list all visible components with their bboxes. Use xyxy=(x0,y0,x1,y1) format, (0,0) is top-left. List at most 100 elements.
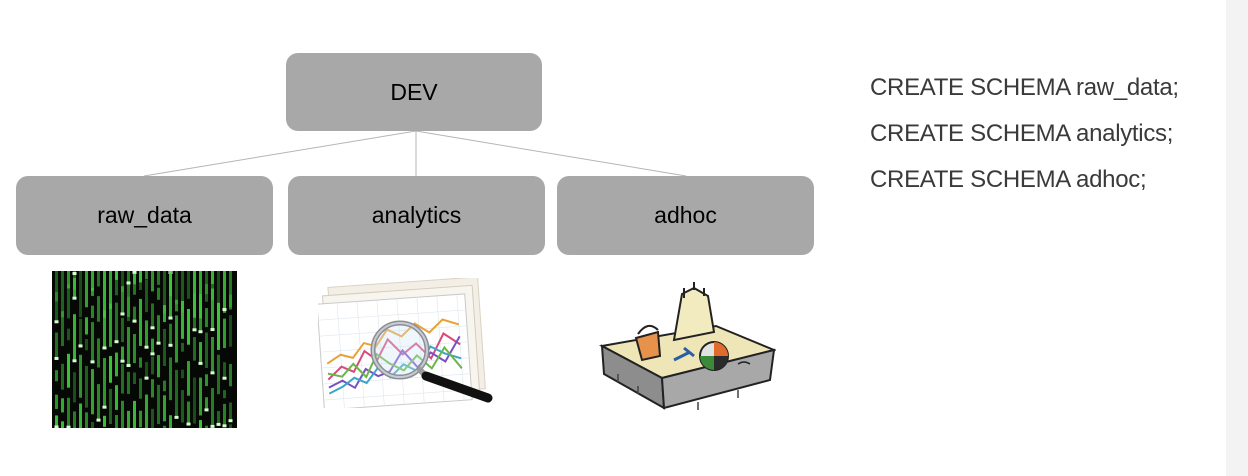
matrix-glyph-stream xyxy=(103,310,106,347)
matrix-glyph-head xyxy=(102,346,107,350)
matrix-glyph-stream xyxy=(61,421,64,428)
matrix-glyph-stream xyxy=(157,355,160,378)
page-edge-strip xyxy=(1226,0,1248,476)
matrix-glyph-stream xyxy=(85,317,88,335)
matrix-glyph-head xyxy=(204,408,209,412)
matrix-glyph-stream xyxy=(223,318,226,349)
matrix-glyph-stream xyxy=(199,294,202,331)
matrix-glyph-stream xyxy=(229,364,232,387)
matrix-glyph-stream xyxy=(145,279,148,313)
matrix-glyph-head xyxy=(126,281,131,285)
matrix-glyph-head xyxy=(186,422,191,426)
matrix-glyph-head xyxy=(96,418,101,422)
matrix-glyph-stream xyxy=(181,300,184,339)
matrix-glyph-stream xyxy=(169,271,172,318)
matrix-glyph-stream xyxy=(151,338,154,353)
matrix-glyph-stream xyxy=(97,338,100,368)
matrix-glyph-stream xyxy=(97,271,100,287)
matrix-glyph-head xyxy=(66,425,71,428)
matrix-glyph-head xyxy=(72,359,77,363)
matrix-glyph-stream xyxy=(91,271,94,291)
matrix-glyph-stream xyxy=(121,286,124,313)
matrix-glyph-head xyxy=(168,316,173,320)
matrix-glyph-stream xyxy=(133,400,136,428)
matrix-glyph-stream xyxy=(61,311,64,347)
matrix-glyph-stream xyxy=(55,394,58,409)
matrix-glyph-stream xyxy=(181,390,184,423)
matrix-glyph-stream xyxy=(79,403,82,428)
matrix-glyph-stream xyxy=(67,353,70,388)
matrix-glyph-head xyxy=(222,376,227,380)
matrix-glyph-stream xyxy=(223,390,226,399)
connector-dev-adhoc xyxy=(415,130,687,177)
matrix-glyph-head xyxy=(150,326,155,330)
matrix-glyph-stream xyxy=(163,395,166,422)
matrix-glyph-stream xyxy=(223,362,226,377)
matrix-glyph-stream xyxy=(133,273,136,295)
matrix-glyph-stream xyxy=(127,271,130,317)
matrix-glyph-stream xyxy=(55,292,58,321)
matrix-glyph-stream xyxy=(229,294,232,308)
matrix-glyph-stream xyxy=(67,397,70,426)
matrix-glyph-stream xyxy=(175,369,178,416)
matrix-glyph-stream xyxy=(151,356,154,375)
matrix-glyph-stream xyxy=(187,308,190,345)
matrix-glyph-stream xyxy=(193,337,196,361)
matrix-glyph-head xyxy=(72,296,77,300)
matrix-glyph-stream xyxy=(121,364,124,394)
matrix-glyph-stream xyxy=(187,361,190,396)
node-analytics: analytics xyxy=(288,176,545,255)
matrix-glyph-stream xyxy=(175,315,178,363)
matrix-glyph-stream xyxy=(127,410,130,428)
matrix-glyph-stream xyxy=(91,422,94,428)
matrix-glyph-stream xyxy=(73,372,76,403)
matrix-glyph-stream xyxy=(91,305,94,318)
matrix-glyph-head xyxy=(78,344,83,348)
matrix-glyph-head xyxy=(150,352,155,356)
matrix-glyph-head xyxy=(222,308,227,312)
matrix-glyph-stream xyxy=(79,318,82,345)
matrix-glyph-head xyxy=(114,340,119,344)
matrix-glyph-stream xyxy=(199,420,202,428)
matrix-glyph-stream xyxy=(139,298,142,346)
matrix-glyph-head xyxy=(156,341,161,345)
matrix-glyph-stream xyxy=(115,385,118,410)
matrix-glyph-head xyxy=(222,424,227,428)
matrix-glyph-stream xyxy=(151,271,154,292)
matrix-glyph-stream xyxy=(175,271,178,305)
matrix-glyph-stream xyxy=(211,271,214,301)
matrix-glyph-stream xyxy=(115,271,118,280)
matrix-glyph-stream xyxy=(61,271,64,318)
matrix-glyph-stream xyxy=(55,271,58,302)
matrix-glyph-head xyxy=(132,271,137,274)
matrix-glyph-stream xyxy=(223,403,226,425)
node-adhoc-label: adhoc xyxy=(654,202,717,228)
matrix-glyph-stream xyxy=(181,369,184,379)
matrix-glyph-stream xyxy=(73,277,76,297)
matrix-glyph-stream xyxy=(103,271,106,318)
matrix-glyph-stream xyxy=(205,397,208,409)
matrix-glyph-stream xyxy=(217,302,220,350)
matrix-glyph-stream xyxy=(85,338,88,351)
matrix-glyph-stream xyxy=(193,293,196,329)
matrix-glyph-stream xyxy=(109,388,112,424)
matrix-glyph-head xyxy=(126,363,131,367)
matrix-glyph-stream xyxy=(229,315,232,347)
matrix-glyph-stream xyxy=(157,287,160,300)
matrix-glyph-stream xyxy=(145,394,148,428)
matrix-glyph-stream xyxy=(133,372,136,384)
matrix-glyph-stream xyxy=(139,272,142,291)
node-raw-data-label: raw_data xyxy=(97,202,192,228)
node-raw-data: raw_data xyxy=(16,176,273,255)
magnified-chart-image xyxy=(318,278,493,408)
matrix-glyph-stream xyxy=(217,354,220,395)
matrix-glyph-head xyxy=(144,376,149,380)
matrix-glyph-stream xyxy=(205,308,208,328)
matrix-glyph-stream xyxy=(163,305,166,323)
matrix-glyph-head xyxy=(174,415,179,419)
matrix-glyph-stream xyxy=(121,400,124,428)
matrix-glyph-stream xyxy=(193,377,196,424)
matrix-glyph-stream xyxy=(169,415,172,428)
node-dev-label: DEV xyxy=(390,78,438,105)
matrix-glyph-stream xyxy=(91,322,94,361)
